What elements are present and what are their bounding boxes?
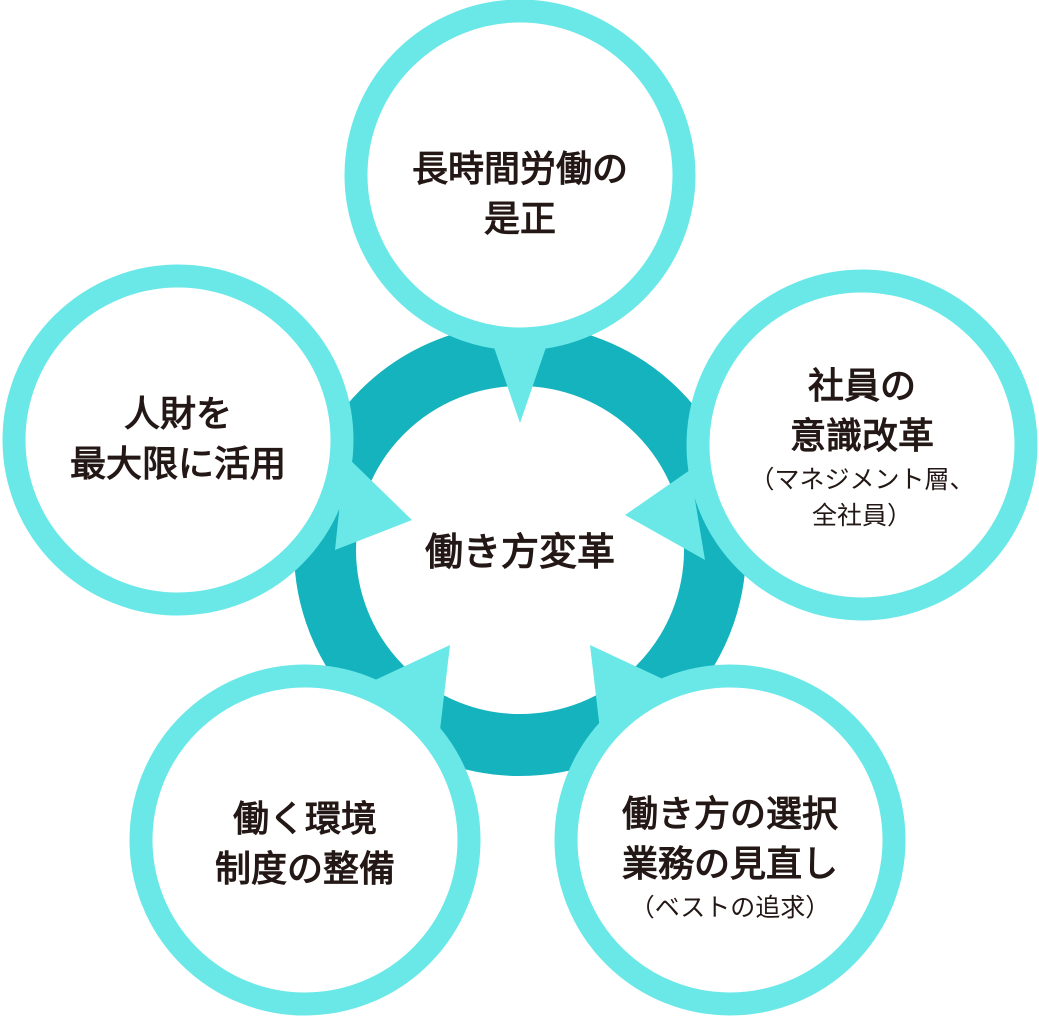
line: 働き方の選択 bbox=[621, 794, 839, 835]
line: 業務の見直し bbox=[621, 844, 839, 885]
bubble-left bbox=[2, 264, 354, 616]
line: 制度の整備 bbox=[214, 849, 396, 890]
center-label: 働き方変革 bbox=[424, 530, 616, 574]
pointer-right bbox=[625, 470, 705, 560]
pointer-bottom-left bbox=[375, 645, 450, 730]
bubble-top bbox=[344, 0, 696, 351]
line: 人財を bbox=[123, 394, 233, 435]
pointer-top bbox=[488, 330, 552, 423]
label-right: 社員の 意識改革 （マネジメント層、 全社員） bbox=[749, 362, 974, 534]
sub-line: （マネジメント層、 bbox=[749, 465, 975, 494]
line: 最大限に活用 bbox=[69, 444, 287, 485]
bubble-bottom-left bbox=[129, 664, 481, 1016]
label-left: 人財を 最大限に活用 bbox=[70, 390, 286, 490]
line: 意識改革 bbox=[789, 416, 935, 457]
sub-line: （ベストの追求） bbox=[629, 893, 831, 922]
pointer-bottom-right bbox=[590, 645, 665, 730]
label-bottom-right: 働き方の選択 業務の見直し （ベストの追求） bbox=[622, 790, 838, 926]
sub-line: 全社員） bbox=[811, 501, 913, 530]
line: 長時間労働の bbox=[411, 149, 629, 190]
label-top: 長時間労働の 是正 bbox=[412, 145, 628, 245]
line: 社員の bbox=[807, 366, 917, 407]
line: 是正 bbox=[483, 199, 557, 240]
line: 働く環境 bbox=[232, 799, 378, 840]
bubble-right bbox=[686, 269, 1038, 621]
pointer-left bbox=[335, 455, 412, 550]
bubble-bottom-right bbox=[554, 664, 906, 1016]
label-bottom-left: 働く環境 制度の整備 bbox=[215, 795, 395, 895]
